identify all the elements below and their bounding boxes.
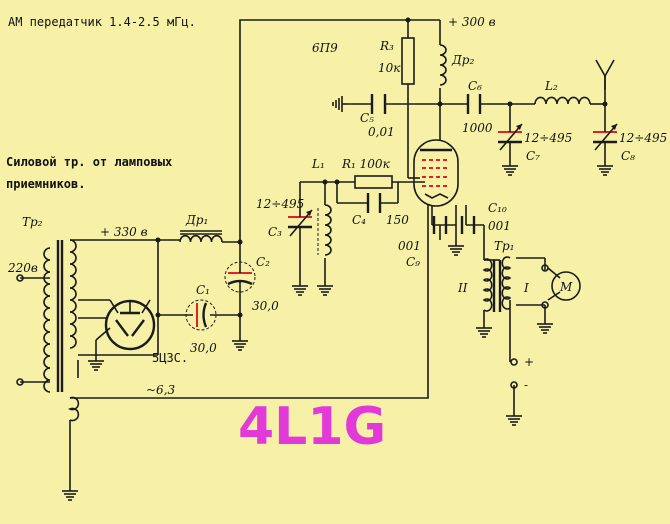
label-c3: C₃ <box>268 225 282 239</box>
label-c6-value: 1000 <box>462 121 493 135</box>
label-c7-value: 12÷495 <box>524 131 572 145</box>
label-c5: C₅ <box>360 111 374 125</box>
wires <box>20 17 608 485</box>
label-220v: 220в <box>7 261 38 275</box>
label-c4: C₄ <box>352 213 366 227</box>
big-label: 4L1G <box>238 397 386 457</box>
label-l2: L₂ <box>544 79 558 93</box>
label-l1: L₁ <box>311 157 325 171</box>
label-dr2: Др₂ <box>451 53 474 67</box>
transformer-tp1 <box>482 256 512 312</box>
label-plus: + <box>524 355 534 369</box>
label-tp1: Тр₁ <box>494 239 515 253</box>
choke-dr2 <box>439 44 447 86</box>
antenna-icon <box>595 59 615 90</box>
label-c3-value: 12÷495 <box>256 197 304 211</box>
label-c9: C₉ <box>406 255 420 269</box>
capacitor-c4 <box>366 193 382 213</box>
label-tp1-ii: II <box>457 281 468 295</box>
label-c8: C₈ <box>621 149 635 163</box>
resistor-r1 <box>354 175 393 189</box>
note-line-2: приемников. <box>6 177 85 191</box>
capacitor-c6 <box>466 94 482 114</box>
resistor-r3 <box>401 37 415 85</box>
label-c4-value: 150 <box>386 213 409 227</box>
capacitor-c9 <box>432 216 448 234</box>
label-r3-value: 10к <box>378 61 401 75</box>
label-tube: 6П9 <box>312 41 338 55</box>
label-tr2: Тр₂ <box>22 215 43 229</box>
inductor-l1 <box>317 204 332 256</box>
label-tp1-i: I <box>523 281 529 295</box>
label-meter: М <box>559 280 573 294</box>
label-c2: C₂ <box>256 255 270 269</box>
label-c10-value: 001 <box>488 219 511 233</box>
label-c8-value: 12÷495 <box>619 131 667 145</box>
label-c1: C₁ <box>196 283 210 297</box>
label-c5-value: 0,01 <box>368 125 395 139</box>
tube-6p9 <box>413 139 459 207</box>
label-rectifier: 5Ц3С. <box>152 351 188 365</box>
inductor-l2 <box>534 96 591 105</box>
label-c10: C₁₀ <box>488 201 507 215</box>
note-line-1: Силовой тр. от ламповых <box>6 155 172 169</box>
terminal-pair <box>510 358 518 389</box>
meter-icon <box>541 264 581 309</box>
capacitor-c3 <box>288 209 313 237</box>
transformer-tp2 <box>16 239 110 422</box>
capacitor-c2 <box>224 261 256 293</box>
label-minus: - <box>524 378 528 392</box>
label-b330: + 330 в <box>100 225 148 239</box>
capacitor-c5 <box>370 94 387 114</box>
capacitor-c8 <box>593 123 618 151</box>
label-filament: ~6,3 <box>146 383 176 397</box>
label-c1-value: 30,0 <box>190 341 217 355</box>
label-c7: C₇ <box>526 149 540 163</box>
choke-dr1 <box>179 230 223 243</box>
capacitor-c7 <box>498 123 523 151</box>
label-c9-value: 001 <box>398 239 421 253</box>
label-r1: R₁ 100к <box>341 157 391 171</box>
capacitor-c1 <box>185 299 217 331</box>
label-dr1: Др₁ <box>185 213 208 227</box>
label-c6: C₆ <box>468 79 482 93</box>
label-c2-value: 30,0 <box>252 299 279 313</box>
label-r3: R₃ <box>379 39 394 53</box>
rectifier-tube <box>104 299 156 351</box>
label-b300: + 300 в <box>448 15 496 29</box>
capacitor-c10 <box>460 216 476 234</box>
diagram-title: АМ передатчик 1.4-2.5 мГц. <box>8 15 196 29</box>
